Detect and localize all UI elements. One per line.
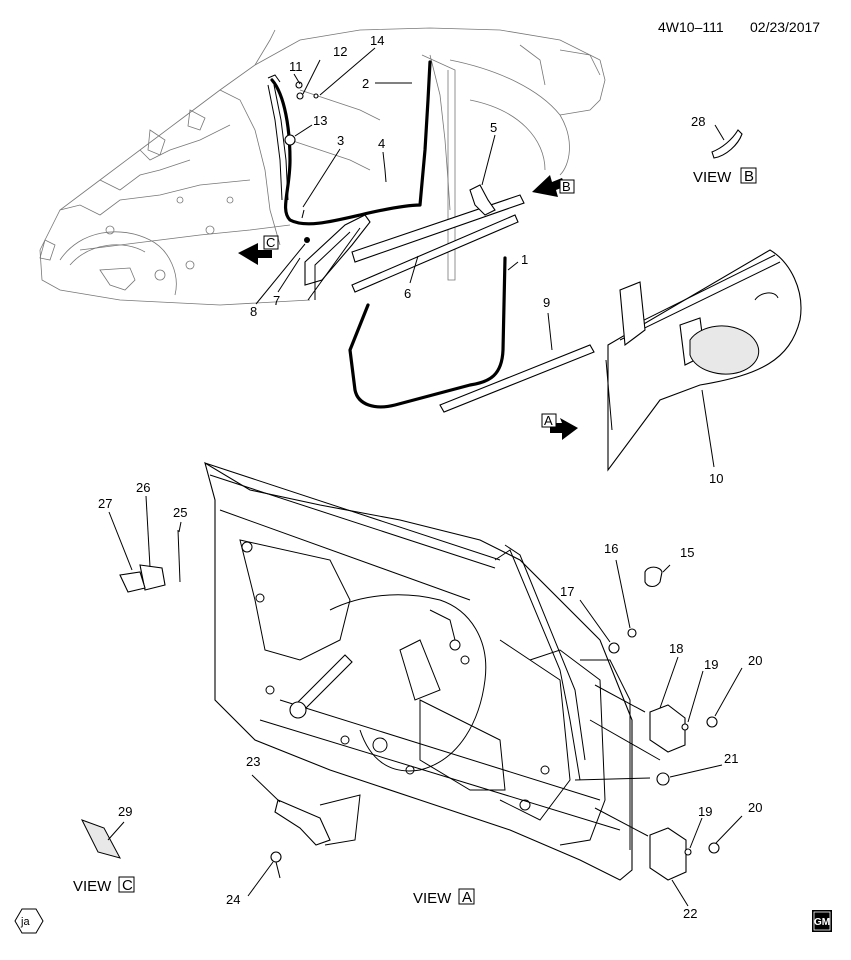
callout-8: 8 <box>250 304 257 319</box>
callout-28: 28 <box>691 114 705 129</box>
part-13-grommet <box>284 134 296 146</box>
callout-20b: 20 <box>748 800 762 815</box>
callout-22: 22 <box>683 906 697 921</box>
callout-24: 24 <box>226 892 240 907</box>
view-a-arrow: A <box>541 413 578 440</box>
part-2-weatherstrip <box>270 60 432 226</box>
diagram-code: 4W10–111 <box>658 19 724 35</box>
inner-door-panel <box>204 461 633 881</box>
callout-25: 25 <box>173 505 187 520</box>
part-6b-strip <box>351 214 519 293</box>
part-14-clip <box>313 93 319 99</box>
part-15-cap <box>644 566 663 588</box>
part-1-door-weatherstrip <box>348 256 507 409</box>
view-a-letter: A <box>462 889 472 906</box>
callout-26: 26 <box>136 480 150 495</box>
part-17-bushing <box>608 642 620 654</box>
callout-19b: 19 <box>698 804 712 819</box>
callout-15: 15 <box>680 545 694 560</box>
callout-18: 18 <box>669 641 683 656</box>
view-c-arrow: C <box>238 235 279 265</box>
part-19b-bolt <box>684 848 692 856</box>
view-a-arrow-label: A <box>544 413 553 428</box>
callout-11: 11 <box>289 59 303 74</box>
part-7-sill-plate <box>304 214 371 286</box>
callout-2: 2 <box>362 76 369 91</box>
body-shell <box>39 27 606 306</box>
view-a-label: VIEW <box>413 890 452 907</box>
part-24-bolt <box>270 851 282 863</box>
part-23-check-link <box>274 799 331 846</box>
hexagon-badge-icon: ja <box>14 908 44 934</box>
diagram-date: 02/23/2017 <box>750 19 820 35</box>
part-22-hinge-lower <box>649 827 687 881</box>
callout-4: 4 <box>378 136 385 151</box>
part-20b-bolt <box>708 842 720 854</box>
callout-12: 12 <box>333 44 347 59</box>
callout-7: 7 <box>273 293 280 308</box>
callout-23: 23 <box>246 754 260 769</box>
hexagon-badge-label: ja <box>20 916 30 928</box>
view-c-label: VIEW <box>73 878 112 895</box>
view-b-arrow-label: B <box>562 179 571 194</box>
gm-logo-text: GM <box>814 917 830 928</box>
view-c-letter: C <box>122 877 133 894</box>
callout-14: 14 <box>370 33 384 48</box>
part-12-nut <box>296 92 304 100</box>
part-20a-bolt <box>706 716 718 728</box>
part-9-strip <box>439 344 595 413</box>
callout-leaders <box>107 47 743 907</box>
part-10-door-outer <box>605 249 802 472</box>
callout-21: 21 <box>724 751 738 766</box>
part-21-nut <box>656 772 670 786</box>
callout-3: 3 <box>337 133 344 148</box>
callout-16: 16 <box>604 541 618 556</box>
view-b-letter: B <box>744 168 754 185</box>
view-c-arrow-label: C <box>266 235 275 250</box>
callout-10: 10 <box>709 471 723 486</box>
part-29-patch <box>80 819 121 859</box>
view-b-arrow: B <box>532 175 575 197</box>
part-27-plate <box>119 571 146 593</box>
callout-9: 9 <box>543 295 550 310</box>
callout-20a: 20 <box>748 653 762 668</box>
callout-27: 27 <box>98 496 112 511</box>
callout-6: 6 <box>404 286 411 301</box>
part-19a-bolt <box>681 723 689 731</box>
gm-logo-icon: GM <box>812 910 832 932</box>
part-16-bushing <box>627 628 637 638</box>
part-18-hinge-upper <box>649 704 686 753</box>
callout-13: 13 <box>313 113 327 128</box>
view-b-label: VIEW <box>693 169 732 186</box>
part-28-seal <box>711 129 743 159</box>
callout-17: 17 <box>560 584 574 599</box>
callout-1: 1 <box>521 252 528 267</box>
callout-19a: 19 <box>704 657 718 672</box>
part-8-clip <box>304 237 310 243</box>
callout-5: 5 <box>490 120 497 135</box>
part-25-bolt <box>177 529 181 583</box>
callout-29: 29 <box>118 804 132 819</box>
part-5-bracket <box>469 184 496 216</box>
